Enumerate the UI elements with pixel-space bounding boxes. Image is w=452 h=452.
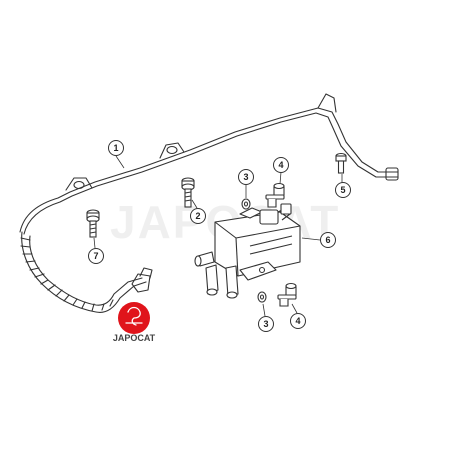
bolt-part-4-lower <box>277 282 297 307</box>
callout-2-label: 2 <box>195 211 200 221</box>
callout-3-lower-label: 3 <box>263 319 268 329</box>
logo-figure-icon <box>125 306 143 326</box>
japocat-logo: JAPOCAT <box>113 302 156 343</box>
washer-part-3-upper <box>241 198 251 210</box>
washer-part-3-lower <box>257 291 267 303</box>
bolt-part-5 <box>335 152 347 174</box>
callout-4-lower-label: 4 <box>295 316 300 326</box>
callout-7: 7 <box>88 248 104 264</box>
callout-2: 2 <box>190 208 206 224</box>
bolt-part-2 <box>181 177 195 208</box>
callout-5: 5 <box>335 182 351 198</box>
callout-6: 6 <box>320 232 336 248</box>
bolt-part-7 <box>86 209 100 238</box>
logo-text: JAPOCAT <box>113 333 156 343</box>
callout-6-label: 6 <box>325 235 330 245</box>
callout-3-upper-label: 3 <box>243 172 248 182</box>
callout-7-label: 7 <box>93 251 98 261</box>
callout-4-upper: 4 <box>273 157 289 173</box>
leader-lines <box>93 155 343 317</box>
callout-4-lower: 4 <box>290 313 306 329</box>
callout-5-label: 5 <box>340 185 345 195</box>
callout-3-upper: 3 <box>238 169 254 185</box>
callout-4-upper-label: 4 <box>278 160 283 170</box>
callout-1-label: 1 <box>113 143 118 153</box>
solenoid-valve-part-6 <box>194 203 301 299</box>
callout-3-lower: 3 <box>258 316 274 332</box>
callout-1: 1 <box>108 140 124 156</box>
bolt-part-4-upper <box>265 182 285 208</box>
vacuum-hose-assembly <box>19 93 399 313</box>
